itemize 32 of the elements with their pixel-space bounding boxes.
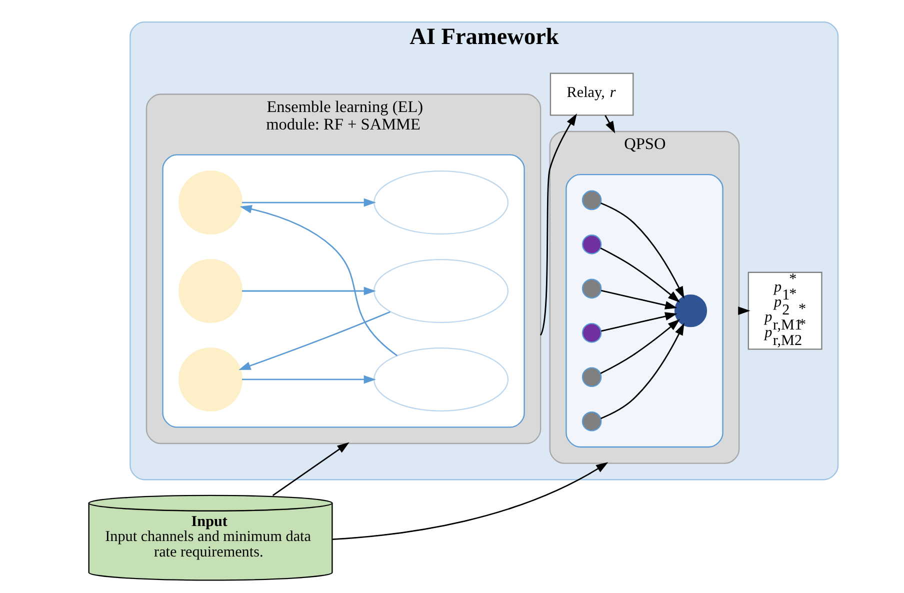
arrow (241, 286, 376, 296)
arrow (600, 290, 677, 310)
arrow (241, 198, 376, 207)
cluster: QPSO (548, 130, 740, 464)
node-circle (178, 347, 242, 412)
node-box: Relay, r (549, 72, 634, 116)
arrow (604, 115, 615, 134)
arrow (239, 204, 398, 356)
node-circle (581, 412, 602, 432)
arrow (272, 442, 349, 496)
node-circle (581, 234, 602, 254)
node-circle (178, 170, 242, 235)
arrow (238, 311, 390, 370)
arrow (600, 202, 684, 299)
arrow (332, 462, 608, 540)
node-circle (674, 294, 707, 328)
cluster (162, 154, 524, 428)
arrow (600, 248, 680, 302)
node-circle (581, 190, 602, 210)
arrow (600, 319, 680, 374)
arrow (600, 323, 684, 420)
cluster: Ensemble learning (EL) module: RF + SAMME (145, 94, 541, 444)
node-circle (581, 367, 602, 388)
node-circle (581, 278, 602, 299)
node-ellipse (373, 170, 508, 235)
arrow (241, 375, 376, 384)
cluster (565, 174, 723, 448)
node-circle (581, 323, 602, 343)
node-ellipse (373, 347, 508, 412)
node-circle (178, 258, 242, 324)
node-ellipse (373, 258, 508, 324)
arrow (600, 312, 677, 332)
